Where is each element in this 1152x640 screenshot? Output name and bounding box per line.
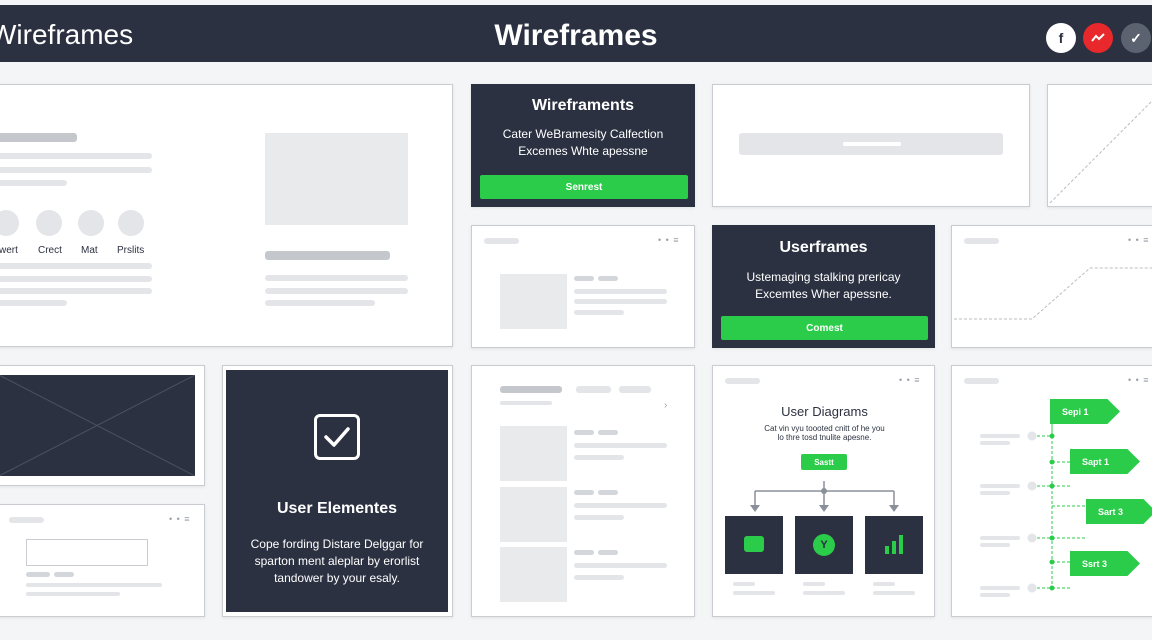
text-input[interactable]: [26, 539, 148, 566]
bar-chart-icon: [885, 535, 903, 554]
feature-label: Prslits: [117, 245, 145, 256]
checkbox-icon: [314, 414, 360, 460]
window-controls-icon[interactable]: • • ≡: [1128, 375, 1150, 385]
wireframe-panel-linechart: • • ≡: [951, 225, 1152, 348]
userframes-card: Userframes Ustemaging stalking prericay …: [712, 225, 935, 348]
app-title-left: Wireframes: [0, 19, 134, 50]
feature-label: Mat: [81, 245, 98, 256]
window-controls-icon[interactable]: • • ≡: [169, 514, 191, 524]
feature-label: Crect: [38, 245, 62, 256]
user-elements-panel: User Elementes Cope fording Distare Delg…: [222, 365, 453, 617]
wireframe-panel-list[interactable]: ›: [471, 365, 695, 617]
user-diagrams-panel[interactable]: • • ≡ User Diagrams Cat vin vyu toooted …: [712, 365, 935, 617]
chevron-right-icon[interactable]: ›: [664, 400, 669, 411]
wireframe-panel-content[interactable]: • • ≡: [471, 225, 695, 348]
wireframe-panel-form[interactable]: • • ≡: [0, 504, 205, 617]
flow-step-arrow[interactable]: Sepi 1: [1050, 399, 1120, 424]
image-placeholder-panel: [0, 365, 205, 486]
card-text: Cater WeBramesity Calfection: [502, 127, 664, 141]
wireframents-card: Wireframents Cater WeBramesity Calfectio…: [471, 84, 695, 207]
card-text: Excemes Whte apessne: [518, 144, 648, 158]
diagram-text: lo thre tosd tnulite apesne.: [777, 433, 872, 442]
card-text: sparton ment aleplar by erorlist: [254, 554, 420, 568]
diagram-tile[interactable]: [865, 516, 923, 574]
chat-icon: [744, 536, 764, 552]
diagram-tile[interactable]: Y: [795, 516, 853, 574]
card-text: Excemtes Wher apessne.: [755, 287, 892, 301]
card-title: Userframes: [779, 239, 868, 256]
image-placeholder: [265, 133, 408, 225]
check-icon[interactable]: ✓: [1121, 23, 1151, 53]
card-text: Ustemaging stalking prericay: [746, 270, 901, 284]
card-text: tandower by your esaly.: [274, 571, 400, 585]
top-bar: Wireframes Wireframes f ✓: [0, 5, 1152, 62]
diagram-title: User Diagrams: [781, 404, 868, 419]
chart-icon[interactable]: [1083, 23, 1113, 53]
diagram-tile[interactable]: [725, 516, 783, 574]
diagram-text: Cat vin vyu toooted cnitt of he you: [764, 424, 885, 433]
comest-button[interactable]: Comest: [721, 316, 928, 340]
flow-steps-panel[interactable]: • • ≡ Sepi 1 Sapt 1 Sart 3 Ssrt 3: [951, 365, 1152, 617]
window-controls-icon[interactable]: • • ≡: [658, 235, 680, 245]
wireframe-panel-search[interactable]: [712, 84, 1030, 207]
card-text: Cope fording Distare Delggar for: [250, 537, 424, 551]
flow-step-arrow[interactable]: Sapt 1: [1070, 449, 1140, 474]
page-title: Wireframes: [494, 19, 658, 52]
card-title: User Elementes: [276, 500, 398, 517]
senrest-button[interactable]: Senrest: [480, 175, 688, 199]
feature-label: wert: [0, 245, 18, 256]
wireframe-panel-large[interactable]: wert Crect Mat Prslits: [0, 84, 453, 347]
facebook-icon[interactable]: f: [1046, 23, 1076, 53]
sastt-button[interactable]: Sastt: [801, 454, 847, 470]
flow-step-arrow[interactable]: Sart 3: [1086, 499, 1152, 524]
window-controls-icon[interactable]: • • ≡: [899, 375, 921, 385]
y-circle-icon: Y: [813, 534, 835, 556]
wireframe-panel-diagonal: [1047, 84, 1152, 207]
flow-step-arrow[interactable]: Ssrt 3: [1070, 551, 1140, 576]
card-title: Wireframents: [531, 97, 635, 114]
